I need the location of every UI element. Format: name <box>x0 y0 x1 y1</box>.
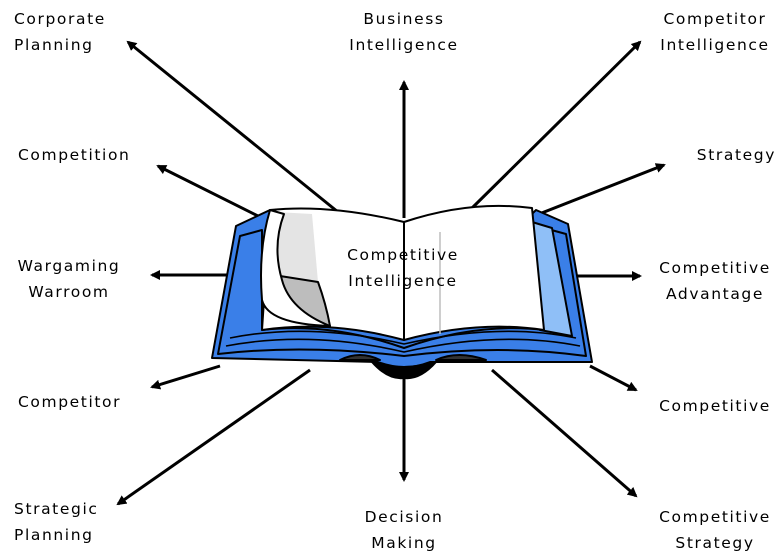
node-strategy-line-1: Strategy <box>696 146 776 164</box>
node-competitor-intelligence: Competitor Intelligence <box>655 6 775 58</box>
node-competitor-intelligence-line-1: Competitor <box>663 10 767 28</box>
arrow-competitive <box>589 364 638 392</box>
node-business-intelligence-line-2: Intelligence <box>349 36 459 54</box>
node-competition: Competition <box>18 142 130 168</box>
open-book-icon <box>211 204 593 380</box>
arrow-competition <box>156 164 263 220</box>
node-competitor: Competitor <box>18 389 121 415</box>
node-competitor-line-1: Competitor <box>18 393 122 411</box>
node-strategic-planning: Strategic Planning <box>14 496 98 548</box>
node-competitive: Competitive <box>655 393 775 419</box>
node-competitive-strategy-line-2: Strategy <box>675 534 755 552</box>
node-competitive-line-1: Competitive <box>659 397 771 415</box>
node-strategy: Strategy <box>660 142 776 168</box>
node-wargaming-warroom: Wargaming Warroom <box>6 253 132 305</box>
node-decision-making-line-2: Making <box>371 534 437 552</box>
node-competitive-advantage-line-2: Advantage <box>665 285 764 303</box>
center-label: Competitive Intelligence <box>328 242 478 294</box>
node-business-intelligence: Business Intelligence <box>329 6 479 58</box>
node-strategic-planning-line-2: Planning <box>14 526 94 544</box>
node-competitive-advantage: Competitive Advantage <box>655 255 775 307</box>
node-decision-making-line-1: Decision <box>364 508 444 526</box>
arrow-strategy <box>533 163 666 218</box>
node-competition-line-1: Competition <box>18 146 131 164</box>
node-corporate-planning: Corporate Planning <box>14 6 106 58</box>
node-business-intelligence-line-1: Business <box>363 10 445 28</box>
arrow-competitive-strategy <box>491 368 638 498</box>
node-wargaming-line-1: Wargaming <box>17 257 121 275</box>
arrow-corporate-planning <box>126 40 339 214</box>
arrow-strategic-planning <box>116 368 311 506</box>
center-line-2: Intelligence <box>348 272 458 290</box>
arrows <box>116 40 666 506</box>
node-competitor-intelligence-line-2: Intelligence <box>660 36 770 54</box>
node-wargaming-line-2: Warroom <box>28 283 110 301</box>
node-competitive-strategy: Competitive Strategy <box>655 504 775 553</box>
node-corporate-planning-line-1: Corporate <box>14 10 106 28</box>
node-strategic-planning-line-1: Strategic <box>14 500 99 518</box>
center-line-1: Competitive <box>347 246 459 264</box>
node-competitive-strategy-line-1: Competitive <box>659 508 771 526</box>
node-decision-making: Decision Making <box>346 504 462 553</box>
node-corporate-planning-line-2: Planning <box>14 36 94 54</box>
arrow-competitor-intelligence <box>468 40 642 212</box>
arrow-competitor <box>150 364 221 390</box>
node-competitive-advantage-line-1: Competitive <box>659 259 771 277</box>
